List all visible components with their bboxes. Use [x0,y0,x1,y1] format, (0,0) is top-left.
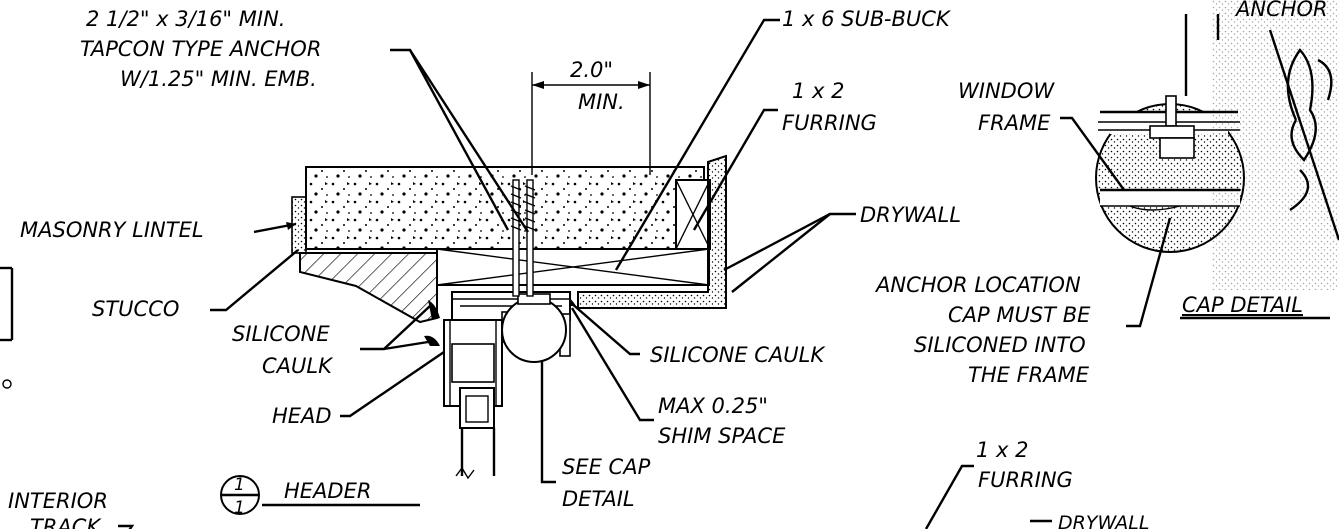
anchor-location-line1: ANCHOR LOCATION [874,273,1081,297]
cap-detail-title: CAP DETAIL [1182,293,1303,317]
dimension-value: 2.0" [570,58,613,82]
tapcon-anchors [510,179,536,297]
furring-label2-line1: 1 x 2 [976,438,1029,462]
masonry-lintel-label: MASONRY LINTEL [20,218,204,242]
left-edge-fragment [0,266,14,389]
window-frame-label-line1: WINDOW [958,79,1055,103]
furring-label-line1: 1 x 2 [792,79,845,103]
silicone-caulk-left-line1: SILICONE [232,322,330,346]
furring-label-line2: FURRING [782,111,877,135]
anchor-cap [501,297,567,363]
header-title: HEADER [284,479,371,503]
masonry-lintel [291,166,705,254]
see-cap-detail-line2: DETAIL [562,487,635,511]
stucco [299,252,438,324]
silicone-caulk-left-line2: CAULK [262,354,334,378]
silicone-bead-left [428,300,440,320]
anchor-spec-line2: TAPCON TYPE ANCHOR [80,37,321,61]
anchor-spec-line1: 2 1/2" x 3/16" MIN. [86,7,285,31]
silicone-bead-lower [424,335,440,346]
track-label: TRACK [30,515,102,529]
min-dimension [531,72,651,175]
anchor-location-line3: SILICONED INTO [914,333,1086,357]
window-frame-label-line2: FRAME [978,111,1051,135]
anchor-location-line4: THE FRAME [968,363,1090,387]
anchor-spec-line3: W/1.25" MIN. EMB. [120,67,317,91]
furring-block [675,179,711,250]
see-cap-detail-line1: SEE CAP [562,455,651,479]
cap-detail-view [1095,95,1245,253]
silicone-caulk-right-label: SILICONE CAULK [650,343,826,367]
drywall-label-2: DRYWALL [1058,512,1149,529]
interior-label: INTERIOR [8,489,108,513]
detail-sheet: 1 [234,498,245,518]
shim-space-line2: SHIM SPACE [658,424,786,448]
furring-label2-line2: FURRING [978,468,1073,492]
drywall-label: DRYWALL [860,203,961,227]
anchor-top-label: ANCHOR [1234,0,1328,21]
sub-buck [436,248,710,286]
dimension-min: MIN. [578,90,625,114]
detail-number: 1 [234,475,245,495]
detail-callout: 1 1 [220,475,260,518]
sub-buck-label: 1 x 6 SUB-BUCK [782,7,952,31]
stucco-label: STUCCO [92,297,179,321]
shim-space-line1: MAX 0.25" [658,394,768,418]
anchor-location-line2: CAP MUST BE [948,303,1091,327]
head-label: HEAD [272,404,332,428]
top-right-anchor-fragment [1212,0,1339,290]
